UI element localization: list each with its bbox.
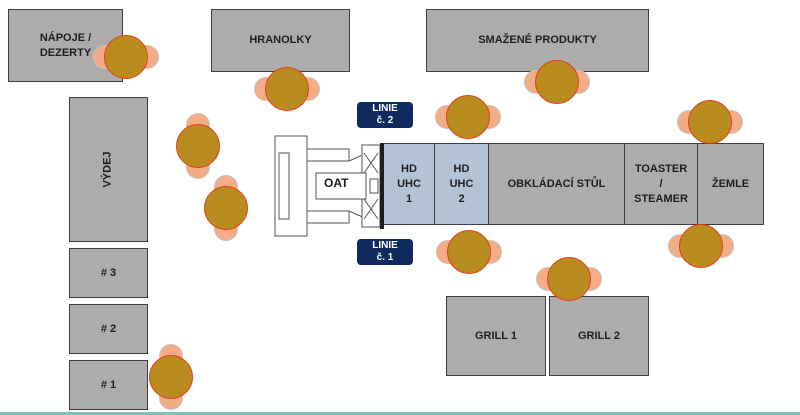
station-label: SMAŽENÉ PRODUKTY [478,34,597,46]
head-icon [176,124,220,168]
badge-line: č. 2 [376,115,394,126]
station-pos-1: # 1 [69,360,148,410]
bottom-border [0,412,800,415]
station-pos-2: # 2 [69,304,148,354]
station-label: GRILL 1 [475,329,517,342]
line-2-badge: LINIE č. 2 [357,102,413,128]
station-label: NÁPOJE / DEZERTY [39,31,92,59]
station-pos-3: # 3 [69,248,148,298]
label-line: TOASTER [634,162,688,175]
head-icon [679,224,723,268]
head-icon [265,67,309,111]
head-icon [547,257,591,301]
label-line: / [659,177,663,190]
station-label: HRANOLKY [249,34,312,46]
station-label: GRILL 2 [578,329,620,342]
station-grill-1: GRILL 1 [446,296,546,376]
badge-line: č. 1 [376,252,394,263]
label-line: STEAMER [634,192,688,205]
oat-machine-icon [274,135,384,237]
station-label: ŽEMLE [711,177,750,190]
head-icon [688,100,732,144]
oat-machine: OAT [272,133,388,239]
station-label: # 2 [100,322,117,335]
station-hranolky: HRANOLKY [211,9,350,72]
station-toaster-steamer: TOASTER / STEAMER [624,143,698,225]
station-vydej: VÝDEJ [69,97,148,242]
badge-line: LINIE [372,240,398,251]
station-label: # 3 [100,266,117,279]
station-hd-uhc-2: HD UHC 2 [434,143,489,225]
station-smazene-produkty: SMAŽENÉ PRODUKTY [426,9,649,72]
label-line: 1 [405,192,413,205]
station-hd-uhc-1: HD UHC 1 [383,143,435,225]
station-grill-2: GRILL 2 [549,296,649,376]
station-obkladaci-stul: OBKLÁDACÍ STŮL [488,143,625,225]
oat-label: OAT [324,176,349,190]
head-icon [104,35,148,79]
label-line: UHC [397,177,421,190]
label-line: HD [401,162,417,175]
line-1-badge: LINIE č. 1 [357,239,413,265]
head-icon [204,186,248,230]
label-line: HD [453,162,470,175]
station-label: VÝDEJ [101,151,114,188]
station-label: # 1 [100,378,117,391]
label-line: UHC [449,177,474,190]
station-zemle: ŽEMLE [697,143,764,225]
badge-line: LINIE [372,103,398,114]
label-line: 2 [458,192,465,205]
head-icon [535,60,579,104]
head-icon [149,355,193,399]
head-icon [447,230,491,274]
head-icon [446,95,490,139]
station-label: OBKLÁDACÍ STŮL [507,177,606,190]
